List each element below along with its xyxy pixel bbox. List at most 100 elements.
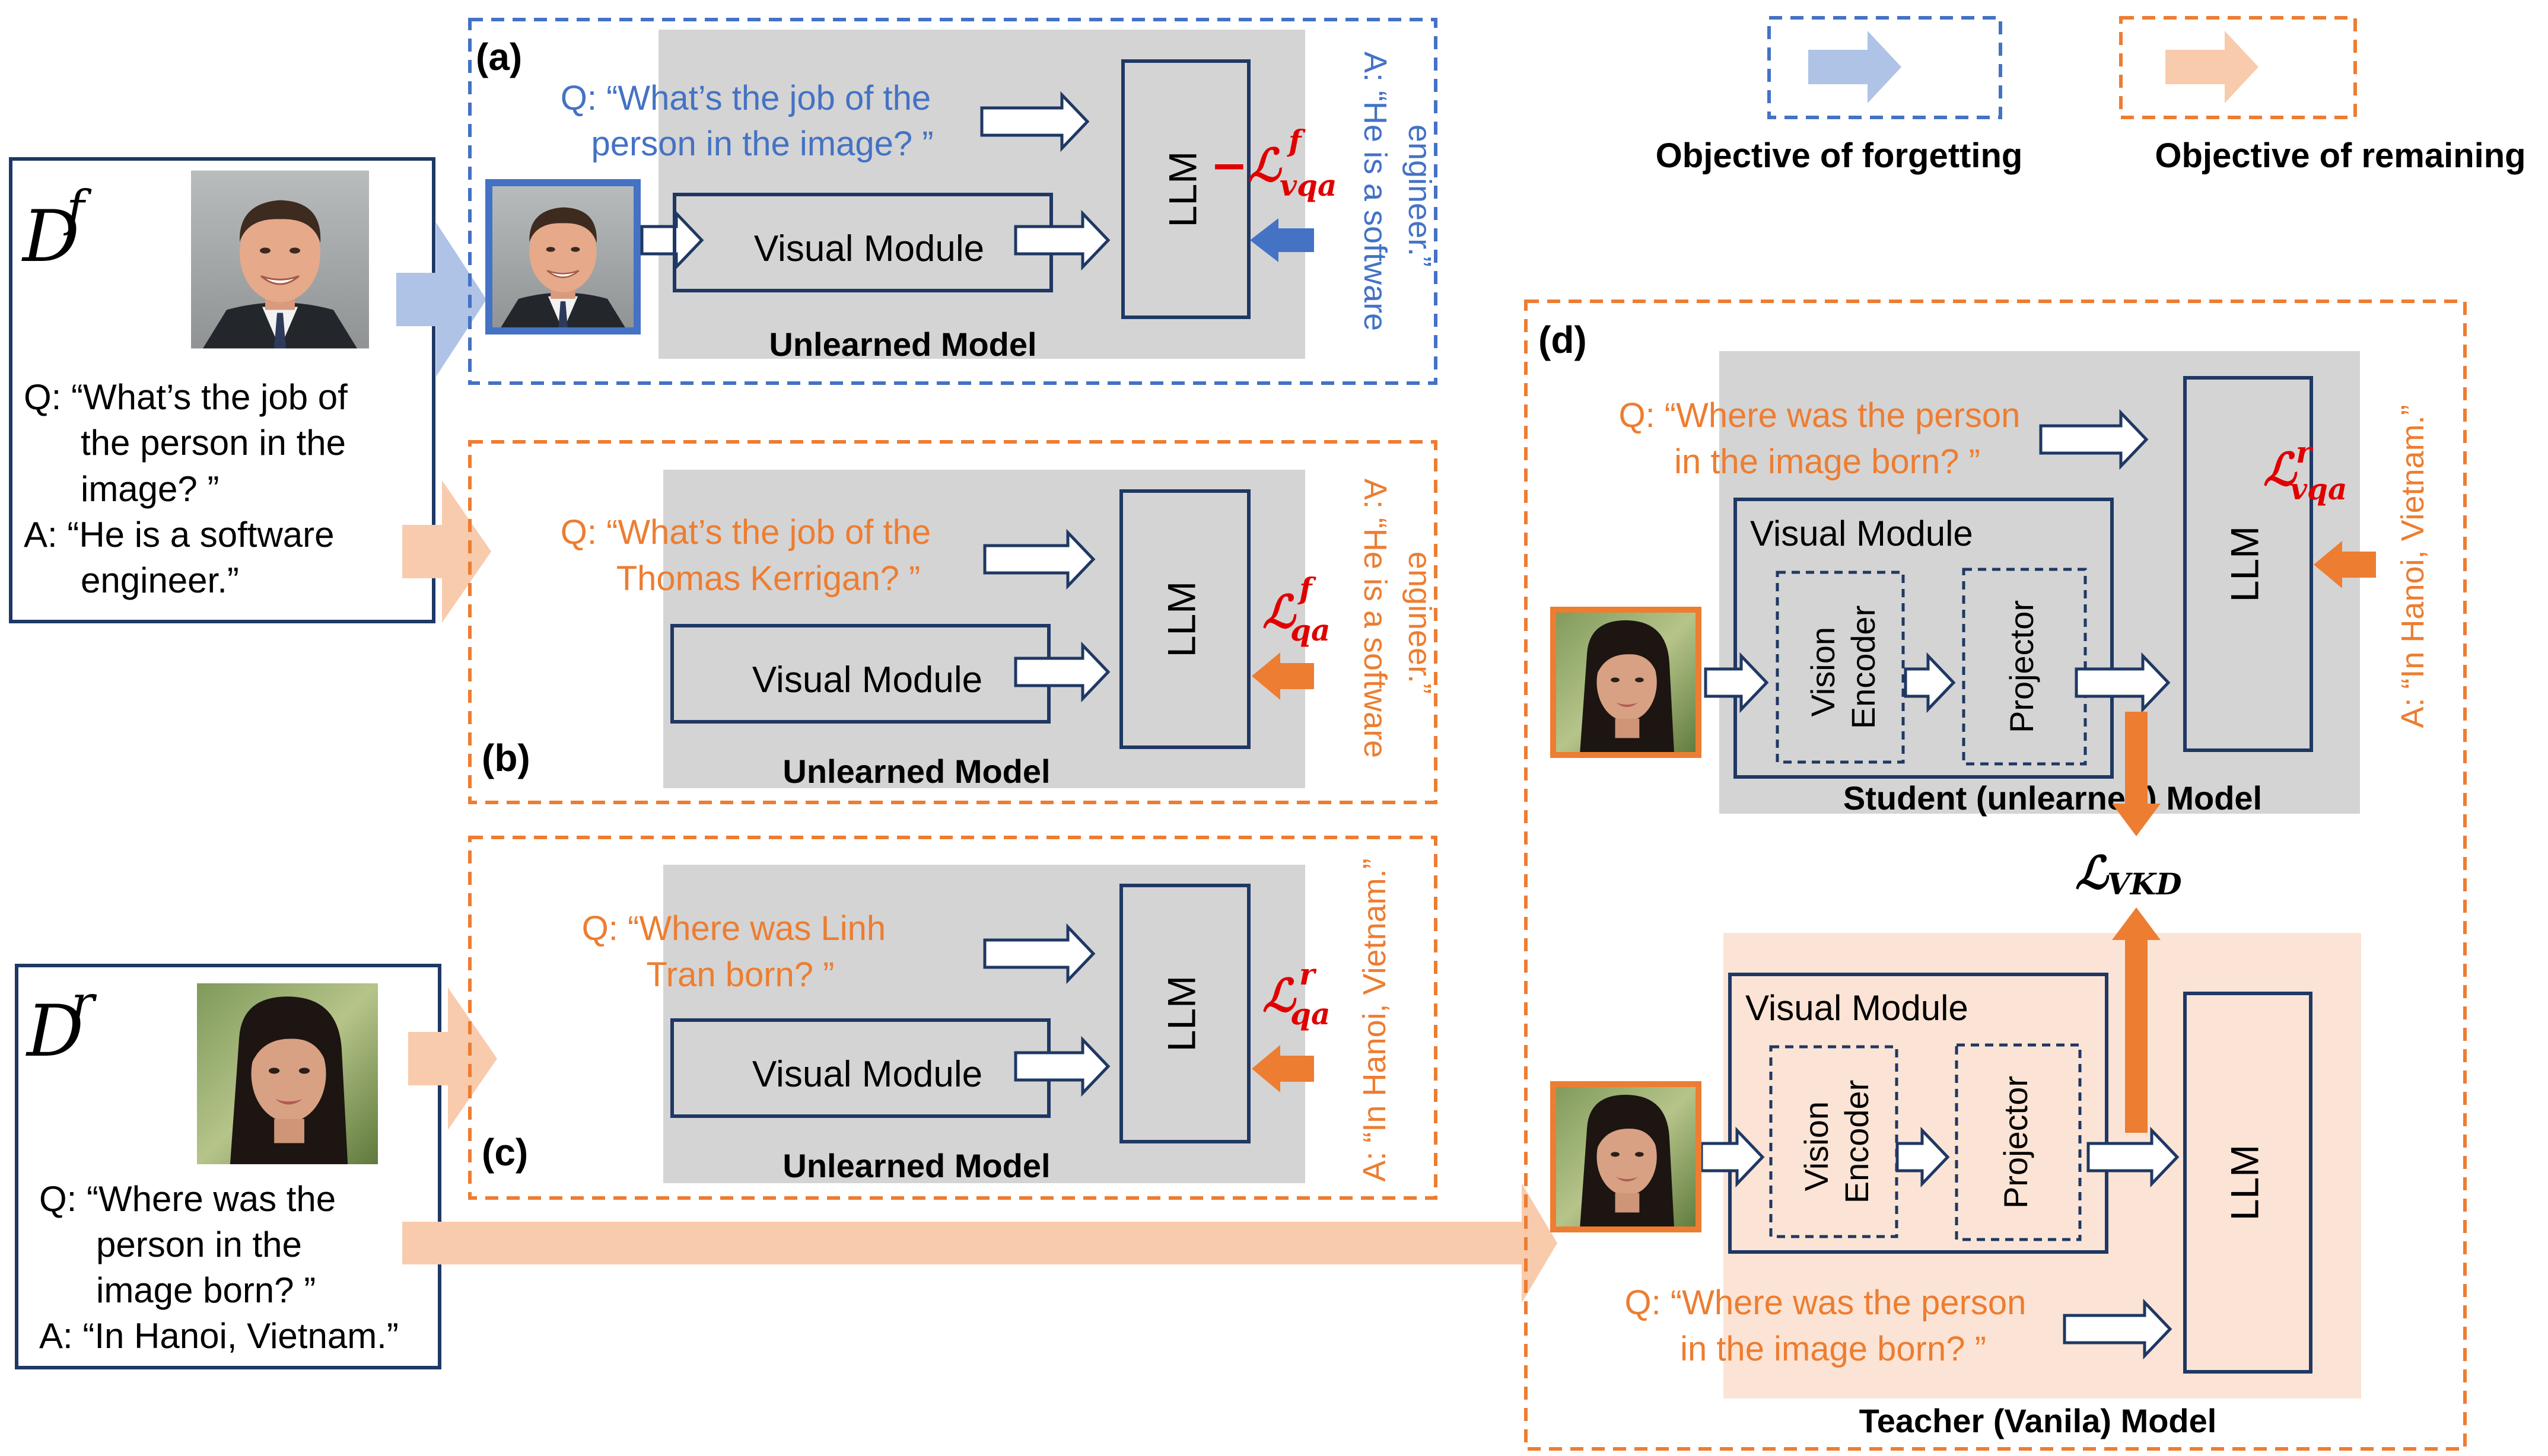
panel-c-question-arrow [983, 923, 1096, 985]
vkd-loss: ℒ [2075, 846, 2110, 899]
panel-b-llm-box [1119, 489, 1251, 749]
panel-b-visual-arrow [1014, 641, 1111, 703]
panel-c-model-label: Unlearned Model [782, 1147, 1050, 1184]
vkd-down-arrow [2112, 804, 2161, 836]
panel-b-frame [468, 440, 1437, 804]
legend-remaining-label: Objective of remaining [2155, 136, 2525, 175]
legend-remaining-box [2119, 16, 2357, 119]
forget-person-photo [191, 169, 369, 350]
teacher-encoder-arrow [1895, 1126, 1950, 1188]
teacher-vision-encoder-label: Vision Encoder [1798, 1080, 1875, 1204]
teacher-question-arrow [2063, 1298, 2172, 1360]
panel-c-visual-module-label: Visual Module [752, 1054, 982, 1095]
panel-b-loss-sup: f [1297, 571, 1316, 606]
student-projector-label: Projector [2003, 600, 2040, 733]
panel-a-loss: −ℒ [1210, 139, 1283, 192]
forget-to-b-arrow [402, 480, 491, 623]
panel-b-loss: ℒ [1262, 585, 1297, 638]
panel-a-question-arrow [980, 91, 1090, 152]
panel-c-loss: ℒ [1262, 969, 1297, 1022]
panel-b-visual-module-label: Visual Module [752, 659, 982, 700]
panel-c: Q: “Where was Linh Tran born? ” Visual M… [468, 836, 1437, 1200]
vkd-up-shaft [2125, 937, 2148, 1133]
forget-set-symbol: D [21, 196, 79, 278]
vkd-up-arrow [2112, 907, 2161, 940]
student-input-photo [1553, 610, 1698, 755]
panel-a-loss-sub: vqa [1280, 168, 1337, 203]
teacher-model: Visual Module Vision Encoder Projector L… [1550, 933, 2361, 1439]
retain-to-c-arrow [408, 987, 497, 1130]
student-question-arrow [2039, 409, 2149, 470]
panel-a-answer: A: “He is a software engineer.” [1357, 52, 1437, 340]
student-projector [1962, 568, 2087, 766]
panel-b-question-arrow [983, 528, 1096, 590]
student-loss-sub: vqa [2290, 471, 2347, 506]
panel-c-visual-arrow [1014, 1036, 1111, 1097]
panel-c-model-bg [663, 865, 1305, 1183]
student-encoder-arrow [1904, 652, 1956, 713]
teacher-llm-label: LLM [2222, 1145, 2266, 1221]
panel-c-llm-box [1119, 884, 1251, 1143]
retain-to-teacher-arrow [402, 1183, 1557, 1303]
vkd-loss-sub: VKD [2107, 866, 2182, 901]
legend-forgetting-label: Objective of forgetting [1656, 136, 2023, 175]
student-vision-encoder-label: Vision Encoder [1804, 606, 1882, 729]
retain-set-card: D r Q: “Where was the person in the imag… [15, 964, 441, 1369]
retain-set-symbol: D [26, 990, 84, 1073]
vkd-down-shaft [2125, 712, 2148, 807]
legend-forgetting-box [1767, 16, 2002, 119]
teacher-image-arrow [1700, 1126, 1765, 1188]
teacher-input-photo [1553, 1084, 1698, 1229]
student-visual-module-label: Visual Module [1750, 514, 1973, 553]
panel-b-model-bg [663, 470, 1305, 788]
panel-a-question: Q: “What’s the job of the person in the … [561, 79, 940, 163]
panel-a-visual-arrow [1014, 209, 1111, 271]
forget-set-answer: A: “He is a software engineer.” [24, 515, 344, 600]
panel-a-photo-frame [485, 179, 641, 334]
forgetting-arrow-icon [1808, 31, 1901, 103]
panel-a-frame [468, 18, 1437, 385]
panel-c-label: (c) [482, 1131, 528, 1174]
teacher-llm-box [2183, 992, 2312, 1374]
panel-a-llm-box [1121, 59, 1251, 319]
remaining-arrow-icon [2165, 31, 2258, 103]
panel-b-question: Q: “What’s the job of the Thomas Kerriga… [561, 513, 940, 598]
teacher-vision-encoder [1769, 1045, 1898, 1238]
panel-b-answer-arrow [1252, 652, 1314, 700]
retain-set-answer: A: “In Hanoi, Vietnam.” [39, 1316, 399, 1356]
teacher-photo-frame [1550, 1081, 1701, 1232]
student-answer-arrow [2314, 541, 2376, 588]
teacher-projector-arrow [2086, 1126, 2180, 1188]
panel-c-llm-label: LLM [1159, 976, 1203, 1052]
panel-b-model-label: Unlearned Model [782, 753, 1050, 790]
student-llm-box [2183, 376, 2313, 752]
panel-a: (a) Q: “What’s the job of the person in … [468, 18, 1437, 385]
panel-b-answer: A: “He is a software engineer.” [1357, 479, 1437, 767]
teacher-model-bg [1723, 933, 2361, 1398]
panel-c-answer-arrow [1252, 1045, 1314, 1092]
teacher-model-label: Teacher (Vanila) Model [1859, 1402, 2217, 1439]
forget-set-card: D f Q: “What’s the job of the person in … [9, 157, 435, 623]
teacher-visual-module [1728, 973, 2108, 1254]
panel-b: Q: “What’s the job of the Thomas Kerriga… [468, 440, 1437, 804]
teacher-projector [1955, 1043, 2082, 1241]
panel-b-loss-sub: qa [1290, 613, 1330, 648]
forget-set-question: Q: “What’s the job of the person in the … [24, 377, 357, 509]
panel-c-frame [468, 836, 1437, 1200]
panel-c-question: Q: “Where was Linh Tran born? ” [582, 909, 896, 994]
retain-set-question: Q: “Where was the person in the image bo… [39, 1179, 346, 1310]
student-model: Q: “Where was the person in the image bo… [1550, 351, 2431, 817]
retain-set-superscript: r [71, 976, 97, 1032]
student-vision-encoder [1776, 571, 1905, 764]
panel-c-loss-sup: r [1299, 957, 1317, 992]
retain-person-photo [197, 983, 378, 1164]
teacher-projector-label: Projector [1997, 1076, 2034, 1209]
panel-b-label: (b) [482, 737, 530, 779]
student-image-arrow [1704, 652, 1769, 713]
panel-a-visual-module-label: Visual Module [754, 228, 984, 269]
student-model-label: Student (unlearned) Model [1843, 779, 2262, 817]
student-projector-arrow [2075, 652, 2171, 713]
panel-a-label: (a) [476, 36, 522, 78]
student-photo-frame [1550, 607, 1701, 758]
panel-d-frame [1524, 300, 2467, 1451]
